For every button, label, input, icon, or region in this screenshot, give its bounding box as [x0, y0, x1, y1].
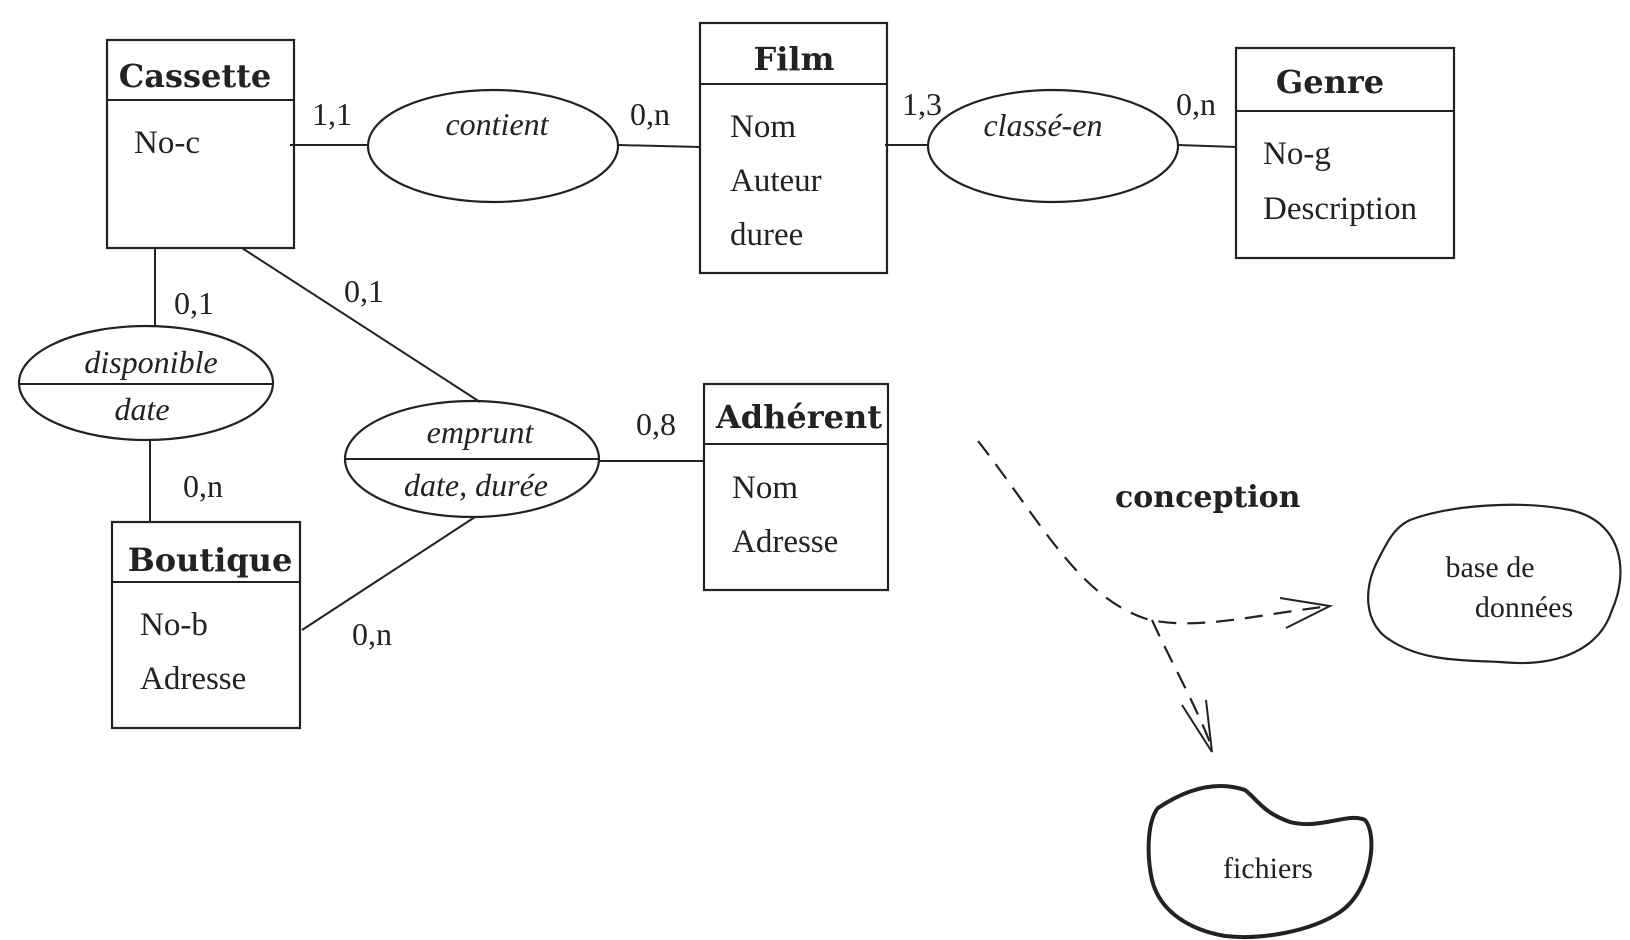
database-label-line2: données: [1475, 591, 1573, 624]
line-contient-film: [617, 144, 701, 148]
card-film-contient: 0,n: [630, 96, 670, 132]
files-label: fichiers: [1223, 852, 1313, 885]
entity-cassette-attr-no-c: No-c: [134, 125, 200, 161]
entity-adherent: Adhérent Nom Adresse: [702, 382, 890, 592]
database-blob: base de données: [1367, 503, 1622, 665]
relation-emprunt-name: emprunt: [427, 414, 535, 450]
conception-curve: [977, 440, 1331, 625]
entity-adherent-attr-nom: Nom: [732, 470, 798, 506]
entity-film-attr-auteur: Auteur: [730, 163, 822, 199]
entity-adherent-attr-adresse: Adresse: [732, 524, 838, 560]
entity-genre-attr-description: Description: [1263, 191, 1417, 227]
card-cassette-disponible: 0,1: [174, 285, 214, 321]
entity-cassette: Cassette No-c: [105, 38, 296, 250]
database-cloud-shape: [1367, 503, 1622, 665]
database-label-line1: base de: [1445, 551, 1534, 584]
files-blob: fichiers: [1146, 784, 1374, 939]
arrowhead-files: [1181, 699, 1213, 753]
relation-disponible-name: disponible: [84, 344, 217, 380]
entity-genre: Genre No-g Description: [1234, 46, 1456, 260]
entity-film-title: Film: [754, 40, 835, 78]
entity-film-attr-nom: Nom: [730, 109, 796, 145]
relation-contient: contient: [366, 88, 620, 204]
relation-disponible-attr: date: [114, 391, 169, 427]
card-cassette-emprunt: 0,1: [344, 273, 384, 309]
card-genre-classe: 0,n: [1176, 86, 1216, 122]
relation-classe-en-name: classé-en: [983, 107, 1102, 143]
files-shape: [1146, 784, 1374, 939]
cardinality-labels: 1,1 0,n 1,3 0,n 0,1 0,n 0,1 0,8 0,n: [174, 86, 1216, 652]
entity-boutique-title: Boutique: [128, 541, 293, 579]
card-boutique-disponible: 0,n: [183, 468, 223, 504]
relation-contient-name: contient: [445, 106, 549, 142]
connector-lines: [149, 144, 1237, 631]
entity-genre-attr-no-g: No-g: [1263, 136, 1331, 172]
entity-adherent-title: Adhérent: [715, 398, 882, 436]
card-adherent-emprunt: 0,8: [636, 406, 676, 442]
card-boutique-emprunt: 0,n: [352, 616, 392, 652]
conception-arrows: conception: [977, 440, 1334, 753]
entity-genre-title: Genre: [1276, 63, 1384, 101]
entity-boutique: Boutique No-b Adresse: [110, 520, 302, 730]
entity-cassette-title: Cassette: [119, 57, 272, 95]
arrowhead-database: [1279, 597, 1334, 629]
relation-emprunt-attr: date, durée: [404, 467, 548, 503]
conception-label: conception: [1115, 480, 1301, 515]
card-cassette-contient: 1,1: [312, 96, 352, 132]
line-emprunt-boutique: [301, 516, 476, 631]
relation-classe-en: classé-en: [926, 88, 1180, 204]
entity-film-attr-duree: duree: [730, 217, 803, 253]
entity-boutique-attr-no-b: No-b: [140, 607, 208, 643]
line-classe-genre: [1177, 144, 1237, 148]
card-film-classe: 1,3: [902, 86, 942, 122]
relation-disponible: disponible date: [17, 324, 275, 442]
entity-boutique-attr-adresse: Adresse: [140, 661, 246, 697]
entity-film: Film Nom Auteur duree: [698, 21, 889, 275]
line-cassette-emprunt: [241, 247, 481, 403]
relation-emprunt: emprunt date, durée: [343, 399, 601, 519]
conception-branch: [1150, 619, 1214, 749]
